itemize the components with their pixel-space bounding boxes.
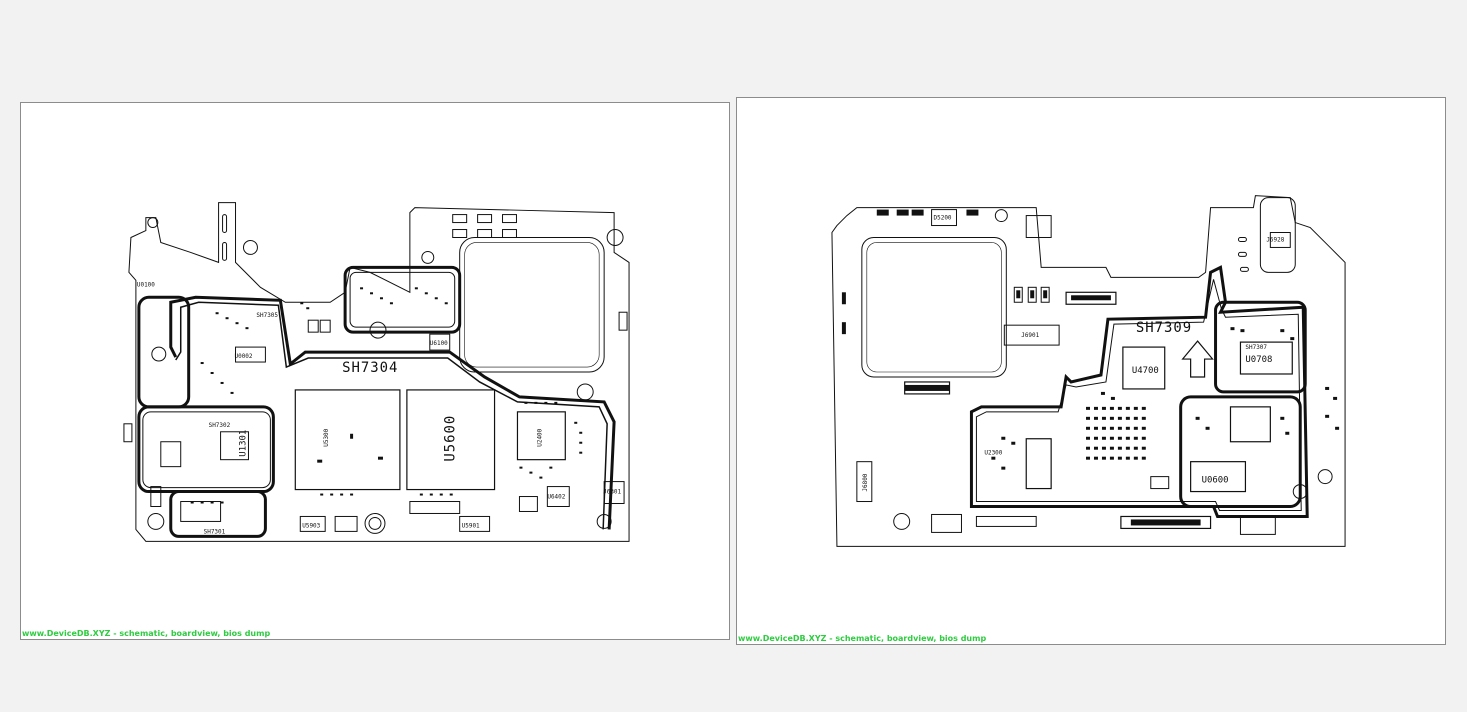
label-u6402: U6402 xyxy=(547,494,565,501)
label-u5901: U5901 xyxy=(462,522,480,529)
label-u4700: U4700 xyxy=(1132,366,1159,376)
label-u0002: U0002 xyxy=(235,353,253,360)
label-sh7309: SH7309 xyxy=(1136,320,1192,336)
label-u6100: U6100 xyxy=(430,340,448,347)
label-sh7302: SH7302 xyxy=(209,422,231,429)
label-u0708: U0708 xyxy=(1245,355,1272,365)
label-sh7305: SH7305 xyxy=(256,312,278,319)
label-sh7307: SH7307 xyxy=(1245,344,1267,351)
pcb-outline-top: SH7304 U5600 U1301 SH7305 SH7302 SH7301 … xyxy=(123,202,630,542)
label-u2300: U2300 xyxy=(984,450,1002,457)
label-u5300: U5300 xyxy=(323,428,330,446)
watermark-right: www.DeviceDB.XYZ - schematic, boardview,… xyxy=(738,634,987,643)
label-sh7301: SH7301 xyxy=(204,528,226,535)
boardview-sheet-top: SH7304 U5600 U1301 SH7305 SH7302 SH7301 … xyxy=(20,102,730,640)
boardview-sheet-bottom: SH7309 U4700 U0708 U0600 SH7307 J6928 J6… xyxy=(736,97,1446,645)
label-j6928: J6928 xyxy=(1266,236,1284,243)
label-u0600: U0600 xyxy=(1202,476,1229,486)
label-d5200: D5200 xyxy=(934,215,952,222)
label-u5600: U5600 xyxy=(443,415,459,462)
watermark-left: www.DeviceDB.XYZ - schematic, boardview,… xyxy=(22,629,271,638)
pcb-outline-bottom: SH7309 U4700 U0708 U0600 SH7307 J6928 J6… xyxy=(831,195,1346,547)
label-j6800: J6800 xyxy=(862,473,869,491)
label-u0100: U0100 xyxy=(137,281,155,288)
label-sh7304: SH7304 xyxy=(342,360,398,376)
label-u2400: U2400 xyxy=(536,428,543,446)
label-j6301: J6301 xyxy=(603,489,621,496)
label-u5903: U5903 xyxy=(302,522,320,529)
label-u1301: U1301 xyxy=(238,430,248,457)
label-j6901: J6901 xyxy=(1021,332,1039,339)
